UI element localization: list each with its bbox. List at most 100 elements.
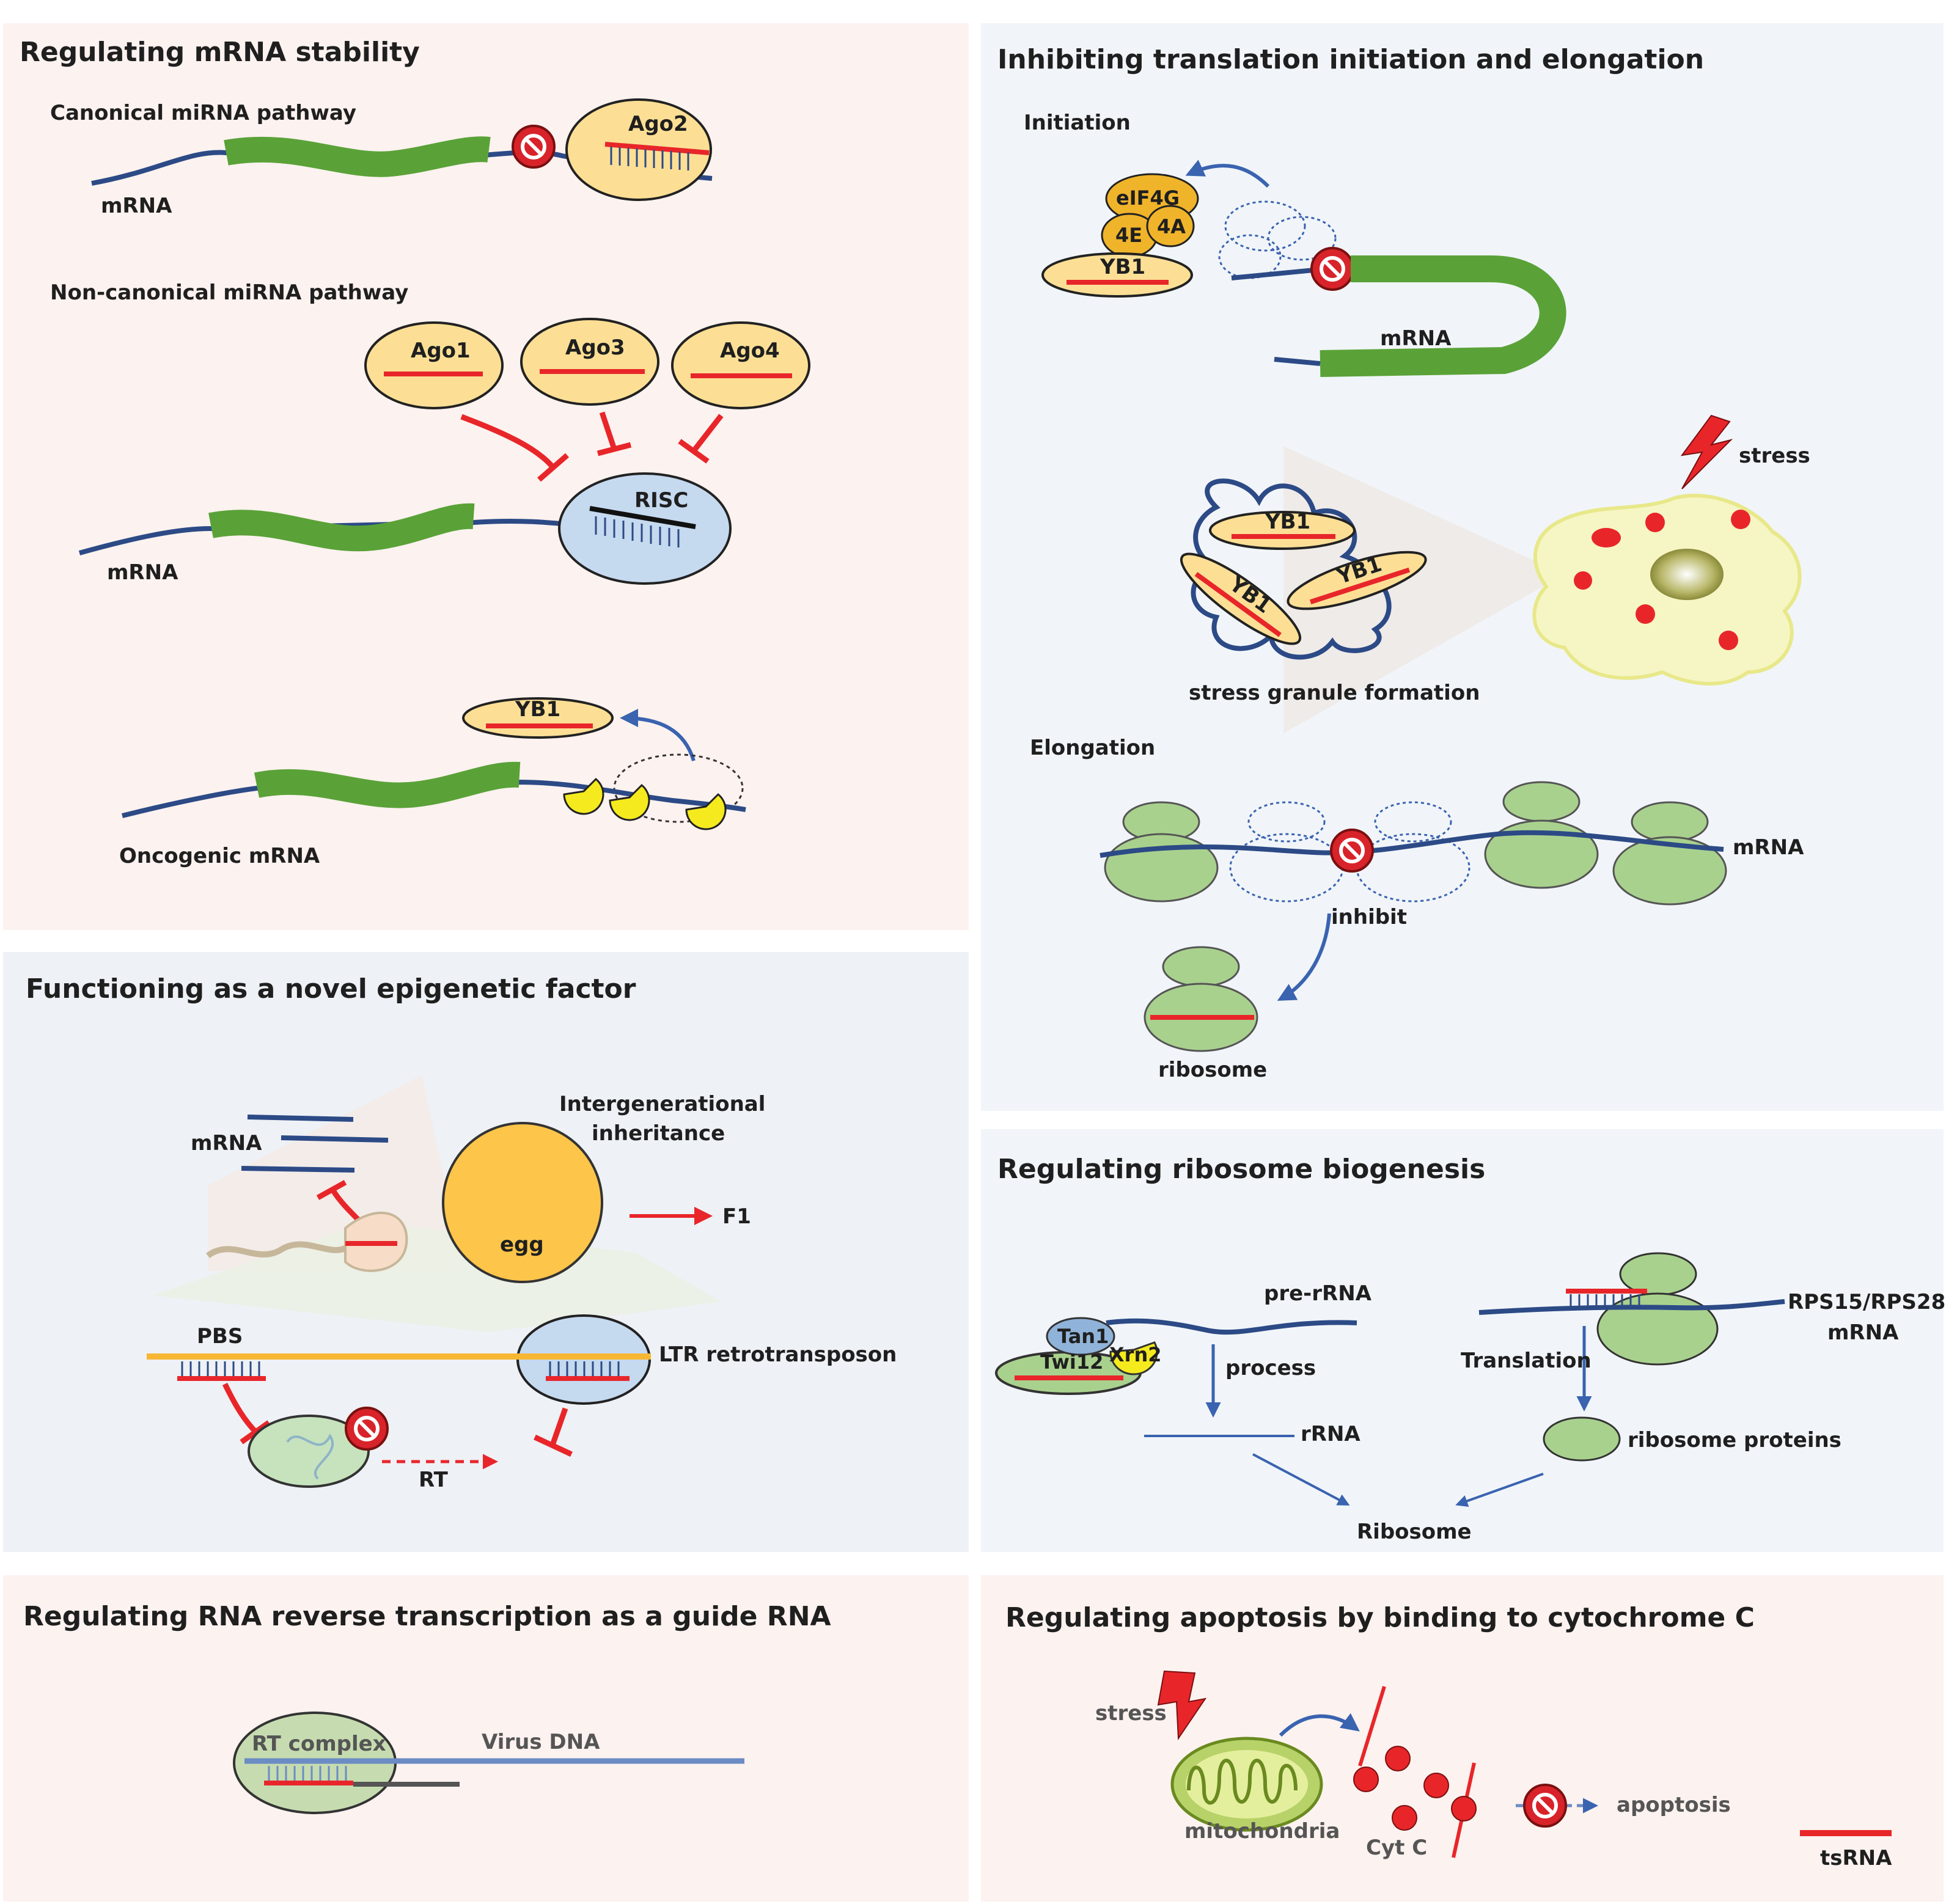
sg-formation-label: stress granule formation	[1189, 681, 1480, 705]
tan1-label: Tan1	[1057, 1325, 1109, 1348]
stress-granule: YB1 YB1 YB1	[1180, 478, 1427, 660]
inhibition-icon	[1523, 1784, 1567, 1828]
pbs-binding	[181, 1361, 260, 1376]
twi12-label: Twi12	[1040, 1350, 1103, 1374]
protein-to-ribosome-arrow	[1455, 1473, 1544, 1507]
elongation-label: Elongation	[1030, 736, 1155, 760]
prerrna-strand	[1106, 1318, 1357, 1335]
panel-translation-inhibition: Inhibiting translation initiation and el…	[981, 23, 1944, 1111]
mrna-strand-elongation	[1100, 830, 1724, 858]
panel-title: Regulating ribosome biogenesis	[997, 1154, 1485, 1185]
yb1-protein: YB1	[462, 697, 614, 739]
risc-complex: RISC	[558, 472, 732, 585]
inhibition-arrow	[678, 414, 724, 464]
panel-background	[3, 1575, 969, 1902]
ago2-complex: Ago2	[565, 98, 712, 201]
tsrna-legend-label: tsRNA	[1820, 1846, 1892, 1870]
inhibit-arrow	[1277, 913, 1331, 1001]
inheritance-label-1: Intergenerational	[559, 1092, 765, 1116]
release-arrow	[1279, 1713, 1360, 1737]
mrna-label: mRNA	[1380, 326, 1452, 351]
cytochrome-c	[1353, 1686, 1477, 1858]
panel-title: Functioning as a novel epigenetic factor	[26, 973, 636, 1005]
mrna-fragment	[281, 1135, 389, 1143]
panel-epigenetic-factor: Functioning as a novel epigenetic factor…	[3, 952, 969, 1552]
ribosome-subunit	[685, 793, 727, 830]
stress-cone	[1283, 446, 1565, 733]
gene-segment-noncanonical	[208, 503, 475, 552]
oncogenic-mrna-label: Oncogenic mRNA	[119, 844, 320, 868]
noncanonical-label: Non-canonical miRNA pathway	[50, 280, 408, 305]
inhibition-arrow	[460, 414, 569, 482]
rps-mrna-label: mRNA	[1827, 1320, 1899, 1345]
ago4-complex: Ago4	[671, 321, 810, 409]
inhibition-icon	[512, 125, 556, 169]
ribosome-label: ribosome	[1158, 1058, 1267, 1082]
lightning-icon	[1680, 414, 1733, 489]
canonical-label: Canonical miRNA pathway	[50, 101, 356, 125]
rt-label: RT	[419, 1468, 449, 1492]
mrna-fragment	[241, 1166, 355, 1173]
pbs-label: PBS	[197, 1324, 243, 1349]
mrna-label: mRNA	[191, 1131, 262, 1155]
process-label: process	[1225, 1356, 1316, 1380]
egg-label: egg	[500, 1232, 544, 1257]
yb1-label: YB1	[515, 697, 560, 722]
reverse-transcriptase	[248, 1415, 370, 1488]
mrna-label-2: mRNA	[107, 560, 178, 585]
sg-yb1-label: YB1	[1265, 510, 1310, 534]
ago3-label: Ago3	[565, 335, 625, 360]
ribosome-outline	[1218, 200, 1337, 279]
apoptosis-label: apoptosis	[1617, 1793, 1731, 1817]
inhibition-arrow	[534, 1407, 573, 1457]
ribosome	[1484, 781, 1599, 889]
initiation-label: Initiation	[1024, 111, 1131, 135]
prerrna-label: pre-rRNA	[1264, 1281, 1372, 1306]
rps-label: RPS15/RPS28	[1788, 1290, 1945, 1314]
mrna-strand-oncogenic	[122, 779, 746, 818]
ago1-complex: Ago1	[364, 321, 504, 409]
4e-label: 4E	[1115, 224, 1142, 247]
dissociation-arrow	[1185, 159, 1270, 188]
dissociation-arrow	[620, 709, 696, 761]
ago4-label: Ago4	[720, 339, 780, 363]
rps-binding	[1570, 1294, 1640, 1309]
inhibit-label: inhibit	[1331, 905, 1407, 929]
gene-segment-canonical	[224, 136, 491, 177]
ribosome-label: Ribosome	[1357, 1520, 1472, 1544]
inhibition-arrow	[597, 411, 632, 456]
stressed-cell	[1532, 494, 1802, 686]
inhibition-icon	[1330, 829, 1374, 873]
mrna-label: mRNA	[101, 194, 172, 218]
xrn2-label: Xrn2	[1109, 1343, 1162, 1366]
mrna-tail	[1274, 357, 1321, 366]
stress-label: stress	[1095, 1701, 1167, 1726]
lightning-icon	[1157, 1670, 1207, 1741]
panel-title: Inhibiting translation initiation and el…	[997, 44, 1704, 75]
eif4f-complex: eIF4G 4E 4A	[1101, 173, 1199, 258]
cytc-label: Cyt C	[1366, 1836, 1427, 1860]
inheritance-label-2: inheritance	[592, 1121, 725, 1146]
stress-label: stress	[1739, 444, 1810, 468]
gene-segment-oncogenic	[254, 761, 521, 808]
yb1-protein: YB1	[1041, 252, 1193, 298]
mitochondria-label: mitochondria	[1184, 1819, 1340, 1844]
ribosome-subunit	[563, 777, 604, 815]
panel-background	[981, 1129, 1944, 1552]
panel-title: Regulating apoptosis by binding to cytoc…	[1005, 1602, 1755, 1633]
f1-label: F1	[722, 1204, 751, 1229]
ago3-complex: Ago3	[520, 318, 659, 406]
rrna-label: rRNA	[1301, 1422, 1360, 1446]
rps-mrna-strand	[1478, 1299, 1785, 1315]
inhibition-icon	[1310, 247, 1354, 291]
mrna-fragment	[247, 1115, 354, 1122]
gene-segment-initiation	[1320, 255, 1566, 377]
ribosome-protein	[1543, 1416, 1621, 1462]
rt-binding	[268, 1766, 347, 1781]
rt-complex-label: RT complex	[252, 1732, 386, 1756]
ribosome-proteins-label: ribosome proteins	[1628, 1428, 1841, 1452]
4a-label: 4A	[1157, 215, 1186, 238]
ribosome	[1612, 801, 1727, 906]
sperm-cell	[206, 1212, 408, 1272]
